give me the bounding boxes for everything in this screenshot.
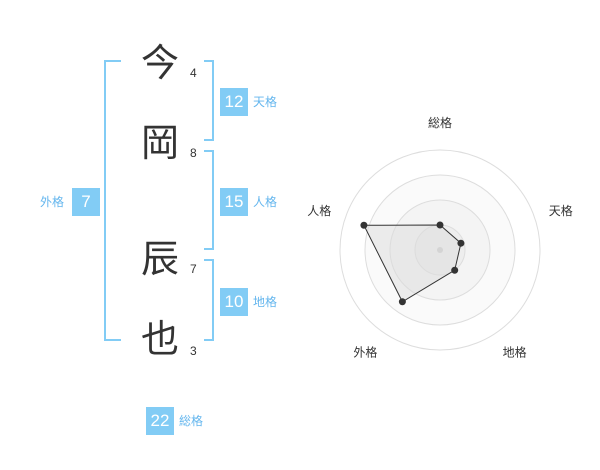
- tenkaku-value: 12: [220, 88, 248, 116]
- radar-axis-label-5: 人格: [307, 203, 331, 218]
- jinkaku-label: 人格: [253, 195, 278, 209]
- radar-axis-label-4: 外格: [353, 345, 377, 360]
- radar-axis-label-1: 総格: [428, 115, 452, 130]
- name-char-1: 今: [140, 41, 179, 85]
- radar-point-3: [451, 266, 459, 274]
- gaikaku-label: 外格: [40, 195, 65, 209]
- radar-axis-label-3: 地格: [503, 345, 527, 360]
- gaikaku-bracket: [104, 60, 121, 341]
- radar-point-5: [360, 221, 368, 229]
- soukaku-value: 22: [146, 407, 174, 435]
- radar-point-2: [457, 239, 465, 247]
- radar-point-1: [436, 221, 444, 229]
- gaikaku-value: 7: [72, 188, 100, 216]
- radar-axis-label-2: 天格: [549, 203, 573, 218]
- stroke-count-4: 3: [190, 344, 197, 358]
- stroke-count-3: 7: [190, 262, 197, 276]
- jinkaku-value: 15: [220, 188, 248, 216]
- jinkaku-bracket: [204, 150, 214, 250]
- radar-point-4: [398, 298, 406, 306]
- chikaku-label: 地格: [253, 295, 278, 309]
- radar-series-polygon: [363, 224, 462, 303]
- name-char-3: 辰: [140, 237, 179, 281]
- name-char-4: 也: [140, 317, 179, 361]
- stroke-count-1: 4: [190, 66, 197, 80]
- chikaku-value: 10: [220, 288, 248, 316]
- tenkaku-bracket: [204, 60, 214, 141]
- name-char-2: 岡: [140, 121, 179, 165]
- stroke-count-2: 8: [190, 146, 197, 160]
- tenkaku-label: 天格: [253, 95, 278, 109]
- chikaku-bracket: [204, 259, 214, 341]
- soukaku-label: 総格: [179, 414, 204, 428]
